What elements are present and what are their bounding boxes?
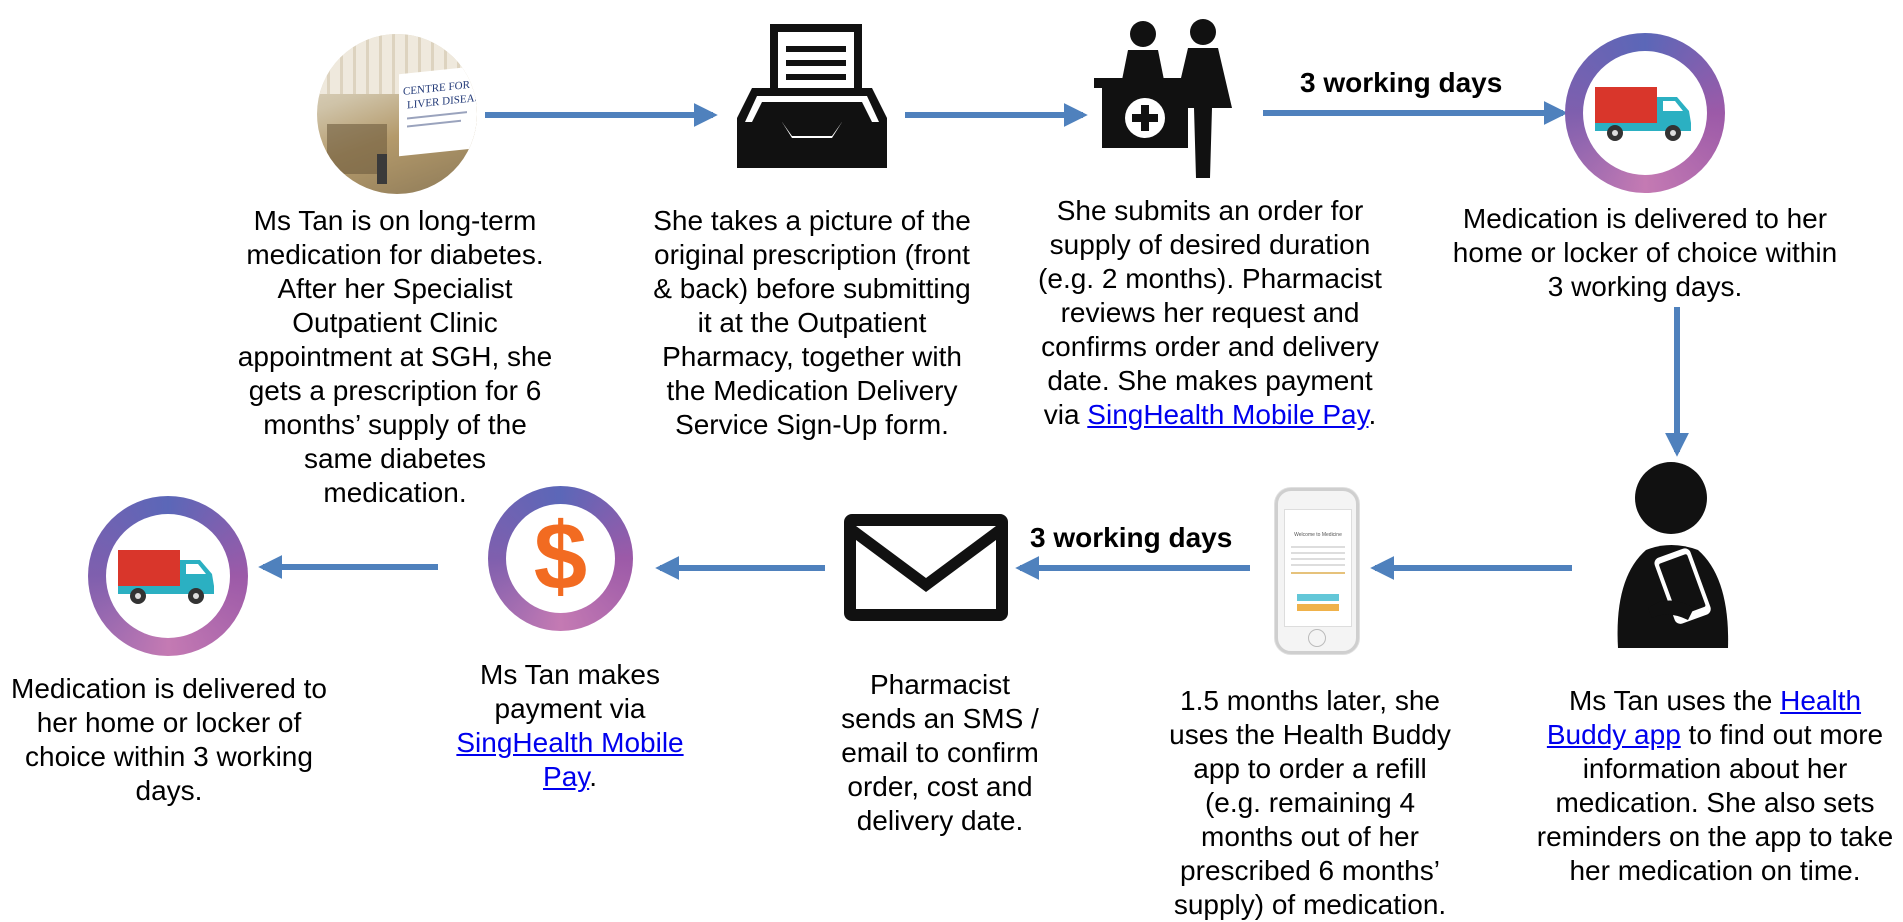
dollar-icon: $ [533, 503, 588, 610]
clinic-photo: CENTRE FOR DIG LIVER DISEASES [317, 34, 477, 194]
app-button-2 [1297, 604, 1339, 611]
step9-text: Medication is delivered to her home or l… [11, 673, 327, 806]
home-button [1308, 629, 1326, 647]
duration-label-top: 3 working days [1300, 67, 1503, 98]
envelope-icon [844, 514, 1008, 621]
singhealth-mobile-pay-link-2[interactable]: SingHealth Mobile Pay [456, 727, 684, 792]
step2-text: She takes a picture of the original pres… [653, 205, 971, 440]
payment-ring [488, 486, 633, 631]
pharmacist-counter-icon [1094, 19, 1232, 178]
step3-text: She submits an order for supply of desir… [1038, 195, 1382, 430]
step1-text: Ms Tan is on long-term medication for di… [237, 205, 553, 508]
health-buddy-app-link[interactable]: Health Buddy app [1546, 685, 1862, 750]
health-buddy-phone: Welcome to Medicine [1275, 488, 1359, 654]
person-with-phone-icon [1617, 462, 1729, 648]
step7-text: Pharmacist sends an SMS / email to confi… [841, 669, 1039, 836]
step6-text: 1.5 months later, she uses the Health Bu… [1169, 685, 1451, 920]
step5-text: Ms Tan uses the Health Buddy app to find… [1536, 685, 1894, 886]
truck-icon [1595, 87, 1691, 141]
inbox-tray-icon [737, 24, 887, 168]
step4-text: Medication is delivered to her home or l… [1452, 203, 1838, 302]
duration-label-bottom: 3 working days [1030, 522, 1233, 553]
app-screen-title: Welcome to Medicine [1294, 532, 1342, 538]
step8-text: Ms Tan makes payment via SingHealth Mobi… [456, 659, 684, 792]
app-button-1 [1297, 594, 1339, 601]
truck-icon [118, 550, 214, 604]
clinic-sign: CENTRE FOR DIG LIVER DISEASES [399, 65, 477, 157]
singhealth-mobile-pay-link[interactable]: SingHealth Mobile Pay [1087, 399, 1369, 430]
